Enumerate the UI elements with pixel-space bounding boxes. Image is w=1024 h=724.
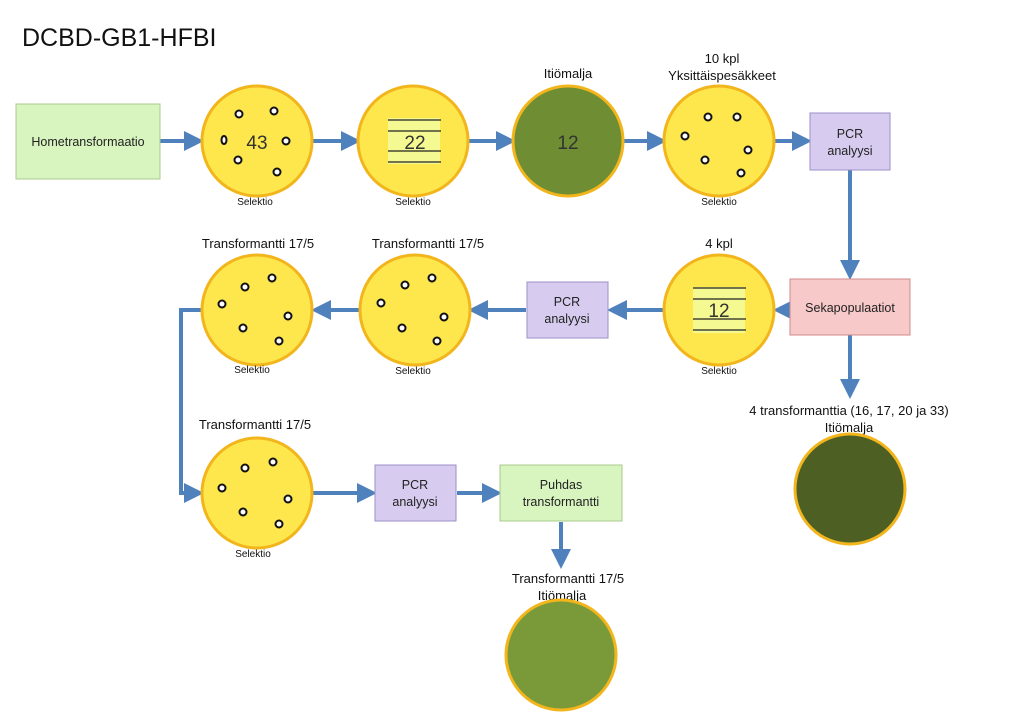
plate-6: Transformantti 17/5 Selektio <box>358 236 484 377</box>
plate-5-header: 4 kpl <box>705 236 733 251</box>
spore-plate-1: Itiömalja 12 <box>511 66 625 198</box>
spore-plate-3: Transformantti 17/5 Itiömalja <box>504 571 624 712</box>
pcr-box-1-line2: analyysi <box>827 144 872 158</box>
puhdas-transformantti-box: Puhdas transformantti <box>499 464 623 522</box>
plate-8-header: Transformantti 17/5 <box>199 417 311 432</box>
plate-7: Transformantti 17/5 Selektio <box>200 236 314 376</box>
spore-plate-1-count: 12 <box>557 133 578 154</box>
plate-2-count: 22 <box>404 133 425 154</box>
plate-6-caption: Selektio <box>395 366 431 377</box>
spore-plate-2-header2: Itiömalja <box>825 420 874 435</box>
connectors <box>160 131 860 569</box>
plate-8: Transformantti 17/5 Selektio <box>199 417 314 560</box>
spore-plate-1-header: Itiömalja <box>544 66 593 81</box>
colony <box>238 323 248 333</box>
colony <box>234 109 244 119</box>
pcr-box-2-line1: PCR <box>554 295 580 309</box>
colony <box>233 155 243 165</box>
colony <box>400 280 410 290</box>
plate-8-caption: Selektio <box>235 549 271 560</box>
colony <box>439 312 449 322</box>
colony <box>220 135 228 145</box>
pcr-box-1: PCR analyysi <box>809 112 891 171</box>
colony <box>283 494 293 504</box>
plate-2-caption: Selektio <box>395 197 431 208</box>
diagram-title: DCBD-GB1-HFBI <box>22 24 216 52</box>
colony <box>267 273 277 283</box>
colony <box>703 112 713 122</box>
plate-1: 43 Selektio <box>200 84 314 208</box>
hometransformaatio-box: Hometransformaatio <box>15 103 161 180</box>
colony <box>217 483 227 493</box>
spore-plate-2: 4 transformanttia (16, 17, 20 ja 33) Iti… <box>749 403 949 546</box>
colony <box>217 299 227 309</box>
colony <box>238 507 248 517</box>
spore-plate-3-header2: Itiömalja <box>538 588 587 603</box>
plate-7-caption: Selektio <box>234 365 270 376</box>
colony <box>274 336 284 346</box>
colony <box>743 145 753 155</box>
pcr-box-2: PCR analyysi <box>526 281 609 339</box>
pcr-box-3: PCR analyysi <box>374 464 457 522</box>
colony <box>283 311 293 321</box>
plate-1-caption: Selektio <box>237 197 273 208</box>
pcr-box-2-line2: analyysi <box>544 312 589 326</box>
spore-plate-2-header1: 4 transformanttia (16, 17, 20 ja 33) <box>749 403 948 418</box>
sekapopulaatiot-label: Sekapopulaatiot <box>805 301 895 315</box>
plate-1-count: 43 <box>246 133 267 154</box>
pcr-box-1-line1: PCR <box>837 127 863 141</box>
plate-4-header1: 10 kpl <box>705 51 740 66</box>
plate-4: 10 kpl Yksittäispesäkkeet Selektio <box>662 51 776 208</box>
puhdas-line2: transformantti <box>523 495 599 509</box>
plate-2: 22 Selektio <box>356 84 470 208</box>
colony <box>700 155 710 165</box>
colony <box>269 106 279 116</box>
colony <box>272 167 282 177</box>
hometransformaatio-label: Hometransformaatio <box>31 135 144 149</box>
pcr-box-3-line2: analyysi <box>392 495 437 509</box>
arrow-plate7-to-plate8 <box>179 308 204 503</box>
colony <box>240 282 250 292</box>
colony <box>274 519 284 529</box>
colony <box>397 323 407 333</box>
colony <box>432 336 442 346</box>
sekapopulaatiot-box: Sekapopulaatiot <box>789 278 911 336</box>
colony <box>427 273 437 283</box>
spore-plate-3-header1: Transformantti 17/5 <box>512 571 624 586</box>
colony <box>240 463 250 473</box>
colony <box>732 112 742 122</box>
colony <box>736 168 746 178</box>
pcr-box-3-line1: PCR <box>402 478 428 492</box>
plate-5: 4 kpl 12 Selektio <box>662 236 776 377</box>
puhdas-line1: Puhdas <box>540 478 582 492</box>
colony <box>680 131 690 141</box>
colony <box>376 298 386 308</box>
plate-6-header: Transformantti 17/5 <box>372 236 484 251</box>
plate-7-header: Transformantti 17/5 <box>202 236 314 251</box>
plate-4-caption: Selektio <box>701 197 737 208</box>
colony <box>281 136 291 146</box>
plate-5-caption: Selektio <box>701 366 737 377</box>
colony <box>268 457 278 467</box>
plate-4-header2: Yksittäispesäkkeet <box>668 68 776 83</box>
plate-5-count: 12 <box>708 301 729 322</box>
